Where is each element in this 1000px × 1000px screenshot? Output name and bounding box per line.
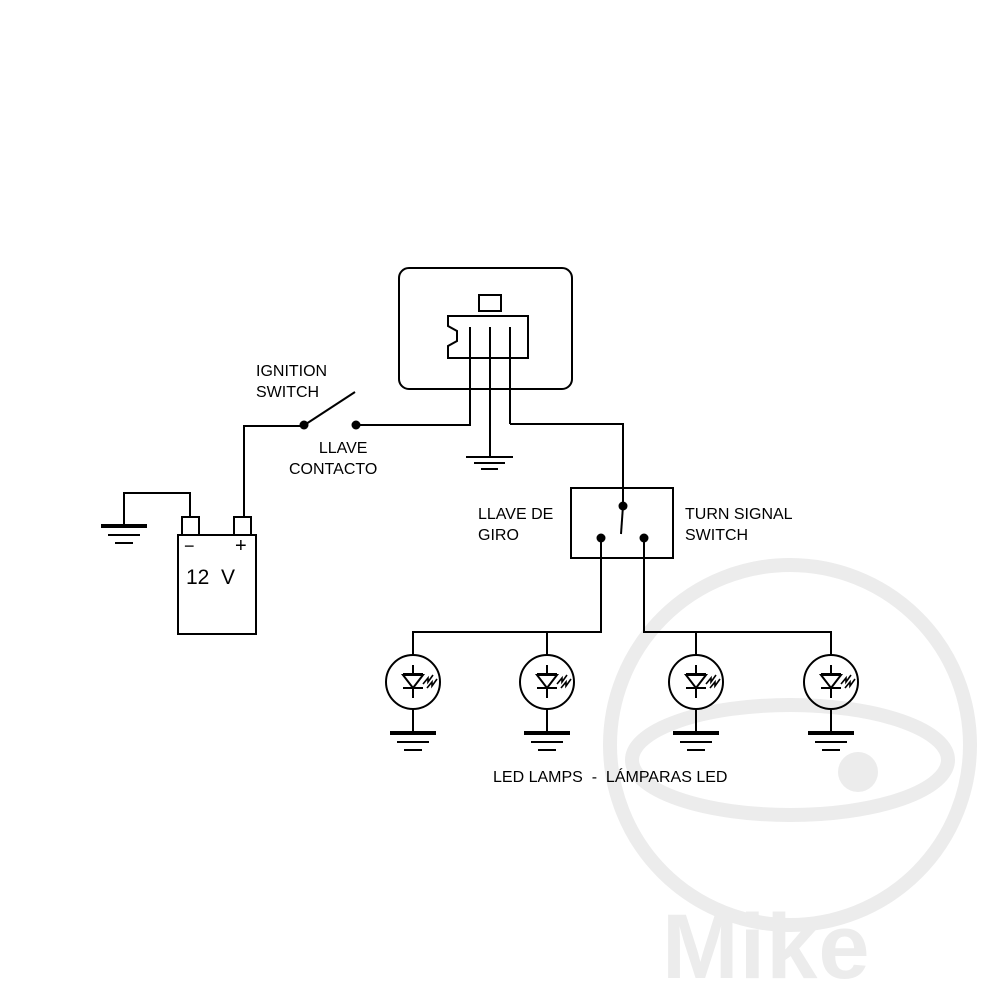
diode-triangle	[683, 674, 709, 690]
ground-symbol	[808, 731, 854, 751]
connector-latch	[478, 294, 502, 312]
led-lamp	[519, 654, 575, 751]
light-arrow	[840, 674, 852, 685]
light-arrow	[556, 674, 568, 685]
battery-terminal-positive	[233, 516, 252, 536]
ground-symbol	[524, 731, 570, 751]
ground-symbol	[673, 731, 719, 751]
light-arrow	[560, 678, 572, 689]
battery-12v	[101, 492, 257, 635]
led-lamp	[385, 654, 441, 751]
diode-triangle	[818, 674, 844, 690]
wire-ignition-to-battery	[243, 425, 304, 517]
label-turn-signal-switch: TURN SIGNAL SWITCH	[685, 506, 793, 544]
label-led-lamps: LED LAMPS - LÁMPARAS LED	[493, 769, 728, 786]
light-arrow	[426, 678, 438, 689]
diode-triangle	[534, 674, 560, 690]
label-llave-de-giro: LLAVE DE GIRO	[478, 506, 554, 544]
led-lamp	[803, 654, 859, 751]
relay-housing	[398, 267, 573, 390]
battery-case	[177, 534, 257, 635]
wire-battery-to-ground	[123, 492, 191, 526]
led-lamp	[668, 654, 724, 751]
ignition-switch-lever	[305, 391, 356, 425]
battery-voltage-label: 12 V	[186, 566, 236, 589]
wire-relay-to-turn-switch	[510, 423, 624, 506]
led-lamps	[385, 654, 859, 751]
wire-left-lamps	[412, 538, 602, 655]
turn-switch-housing	[570, 487, 674, 559]
battery-plus-sign: +	[235, 535, 247, 557]
junction-dots	[299, 420, 649, 543]
relay-ground-symbol	[466, 456, 513, 470]
diode-triangle	[400, 674, 426, 690]
watermark-logo-text: Mike	[662, 896, 871, 998]
turn-switch-lever	[620, 505, 624, 535]
label-llave-contacto: LLAVE CONTACTO	[289, 440, 378, 478]
label-ignition-switch: IGNITION SWITCH	[256, 363, 328, 401]
battery-terminal-negative	[181, 516, 200, 536]
light-arrow	[705, 674, 717, 685]
wire-right-lamps	[643, 538, 832, 655]
light-arrow	[844, 678, 856, 689]
turn-signal-switch	[412, 487, 832, 655]
ignition-switch	[243, 391, 470, 517]
battery-minus-sign: −	[184, 536, 195, 556]
flasher-relay	[398, 267, 624, 506]
light-arrow	[709, 678, 721, 689]
connector-body	[447, 315, 529, 359]
ground-symbol	[390, 731, 436, 751]
light-arrow	[422, 674, 434, 685]
